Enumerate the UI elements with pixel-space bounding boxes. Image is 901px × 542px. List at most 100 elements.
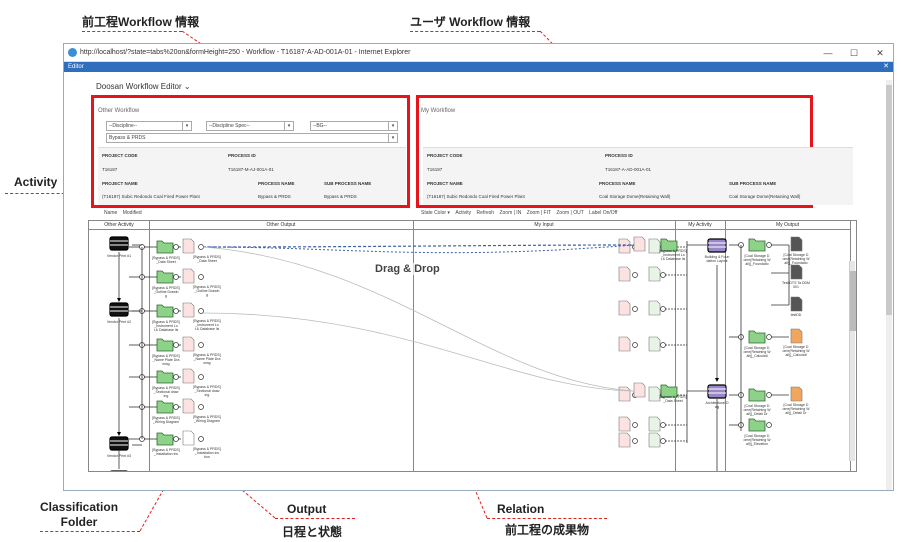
connector-node[interactable]	[198, 308, 204, 314]
connector-node[interactable]	[632, 438, 638, 444]
activity-left-1[interactable]	[109, 236, 129, 251]
bypass-select[interactable]: Bypass & PRDS▾	[106, 133, 398, 143]
activity-right-1[interactable]	[707, 238, 727, 253]
connector-node[interactable]	[632, 342, 638, 348]
zoom-in-button[interactable]: Zoom | IN	[499, 210, 522, 216]
maximize-icon[interactable]: ☐	[849, 48, 859, 58]
classification-folder-output[interactable]	[748, 330, 766, 344]
output-doc-left[interactable]	[182, 268, 195, 284]
callout-underline	[82, 31, 182, 32]
output-doc-left[interactable]	[182, 430, 195, 446]
input-doc-faded[interactable]	[648, 432, 661, 448]
canvas-scrollbar[interactable]	[849, 261, 856, 461]
connector-node[interactable]	[198, 436, 204, 442]
classification-folder-left[interactable]	[156, 338, 174, 352]
folder-right-label: [Coal Storage D ome(Retaining W all)]_Fo…	[743, 254, 771, 266]
classification-folder-left[interactable]	[156, 240, 174, 254]
classification-folder-output[interactable]	[748, 238, 766, 252]
input-doc-faded[interactable]	[618, 432, 631, 448]
close-icon[interactable]: ✕	[876, 48, 884, 58]
relation-line[interactable]	[202, 244, 635, 248]
folder-left-label: [Bypass & PRDS] _Instrument Lo t & Datab…	[152, 320, 180, 332]
output-doc-right[interactable]	[790, 296, 803, 312]
minimize-icon[interactable]: —	[823, 48, 833, 58]
connector-node[interactable]	[766, 422, 772, 428]
input-right-label: [Bypass & PRDS] _Data Sheet	[659, 395, 687, 403]
activity-button[interactable]: Activity	[455, 210, 472, 216]
discipline-select[interactable]: --Discipline--▾	[106, 121, 192, 131]
connector-node[interactable]	[632, 306, 638, 312]
output-doc-right[interactable]	[790, 386, 803, 402]
input-doc-faded[interactable]	[648, 238, 661, 254]
classification-folder-left[interactable]	[156, 270, 174, 284]
right-toolbar: State Color ▾ Activity Refresh Zoom | IN…	[421, 210, 617, 216]
callout-classification-folder: Classification Folder	[40, 500, 119, 529]
folder-left-label: [Bypass & PRDS] _Sectional draw ing	[152, 386, 180, 398]
classification-folder-output[interactable]	[748, 388, 766, 402]
connector-node[interactable]	[198, 274, 204, 280]
input-doc[interactable]	[633, 382, 646, 398]
modified-toggle[interactable]: Modified	[122, 210, 142, 216]
classification-folder-left[interactable]	[156, 400, 174, 414]
input-doc-faded[interactable]	[618, 266, 631, 282]
output-doc-left[interactable]	[182, 336, 195, 352]
project-name-header: PROJECT NAME	[427, 181, 463, 186]
state-color-button[interactable]: State Color ▾	[421, 210, 450, 216]
output-doc-left[interactable]	[182, 398, 195, 414]
output-doc-right[interactable]	[790, 264, 803, 280]
relation-line[interactable]	[202, 244, 635, 254]
output-doc-left[interactable]	[182, 238, 195, 254]
editor-label: Editor	[68, 64, 84, 70]
zoom-out-button[interactable]: Zoom | OUT	[556, 210, 584, 216]
callout-schedule-status: 日程と状態	[282, 525, 343, 539]
classification-folder-output[interactable]	[748, 418, 766, 432]
bg-select[interactable]: --BG--▾	[310, 121, 398, 131]
input-doc-faded[interactable]	[648, 300, 661, 316]
input-doc[interactable]	[633, 236, 646, 252]
name-toggle[interactable]: Name	[104, 210, 118, 216]
connector-node[interactable]	[632, 422, 638, 428]
classification-folder-left[interactable]	[156, 370, 174, 384]
input-doc-faded[interactable]	[618, 336, 631, 352]
activity-left-2[interactable]	[109, 302, 129, 317]
zoom-fit-button[interactable]: Zoom | FIT	[526, 210, 551, 216]
folder-right-label: [Coal Storage D ome(Retaining W all)]_El…	[743, 434, 771, 446]
input-doc-faded[interactable]	[618, 238, 631, 254]
output-doc-right[interactable]	[790, 236, 803, 252]
connector-node[interactable]	[198, 374, 204, 380]
input-doc-faded[interactable]	[648, 266, 661, 282]
workflow-diagram[interactable]	[89, 221, 857, 472]
connector-node[interactable]	[632, 272, 638, 278]
classification-folder-left[interactable]	[156, 432, 174, 446]
refresh-button[interactable]: Refresh	[476, 210, 495, 216]
output-doc-right[interactable]	[790, 328, 803, 344]
input-doc-faded[interactable]	[648, 416, 661, 432]
page-scrollbar[interactable]	[886, 80, 892, 490]
input-doc-faded[interactable]	[618, 416, 631, 432]
editor-close-icon[interactable]: ✕	[883, 63, 889, 70]
relation-line[interactable]	[202, 312, 635, 392]
activity-right-2[interactable]	[707, 384, 727, 399]
title-bar: http://localhost/?state=tabs%20on&formHe…	[64, 44, 893, 62]
relation-line[interactable]	[202, 246, 635, 392]
chevron-down-icon: ▾	[388, 134, 397, 142]
label-onoff-button[interactable]: Label On/Off	[589, 210, 618, 216]
workflow-canvas[interactable]: Other Activity Other Output My Input My …	[88, 220, 857, 472]
connector-node[interactable]	[198, 342, 204, 348]
classification-folder-input[interactable]	[660, 384, 678, 398]
classification-folder-left[interactable]	[156, 304, 174, 318]
input-doc-faded[interactable]	[618, 300, 631, 316]
output-left-label: [Bypass & PRDS] _Wiring Diagram	[193, 415, 221, 423]
app-title[interactable]: Doosan Workflow Editor ⌄	[96, 82, 191, 91]
output-doc-left[interactable]	[182, 302, 195, 318]
input-doc-faded[interactable]	[648, 336, 661, 352]
activity-left-4[interactable]	[110, 470, 128, 472]
sub-process-value: Bypass & PRDS	[324, 194, 357, 199]
input-doc-faded[interactable]	[648, 386, 661, 402]
process-name-value: Bypass & PRDS	[258, 194, 291, 199]
callout-underline	[5, 193, 75, 194]
output-doc-left[interactable]	[182, 368, 195, 384]
classification-folder-input[interactable]	[660, 238, 678, 252]
connector-node[interactable]	[198, 404, 204, 410]
discipline-spec-select[interactable]: --Discipline Spec--▾	[206, 121, 294, 131]
